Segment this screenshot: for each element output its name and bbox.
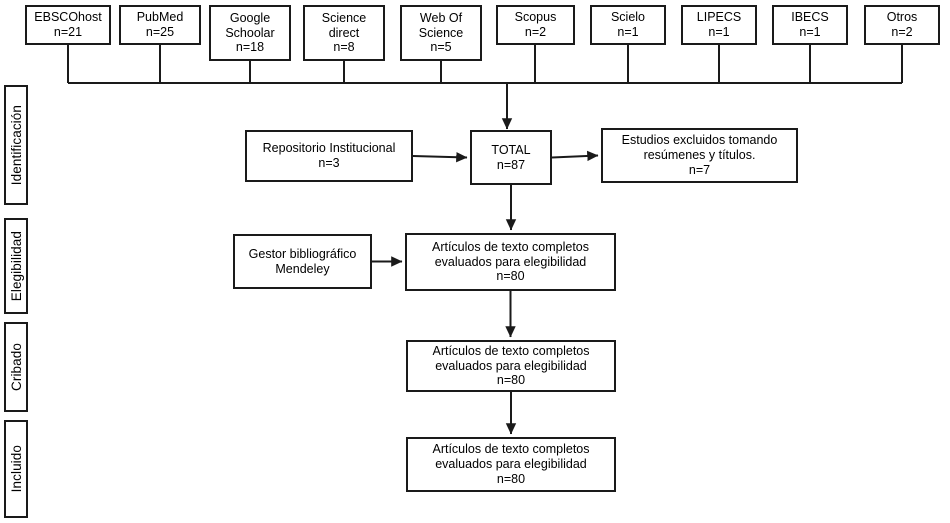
source-box-scielo: Scielo n=1 bbox=[590, 5, 666, 45]
stage-label-text: Elegibilidad bbox=[8, 230, 24, 302]
source-name-2: direct bbox=[328, 25, 360, 40]
source-count: n=18 bbox=[235, 40, 265, 55]
stage-label-text: Identificación bbox=[8, 104, 24, 186]
node-text-line-1: Artículos de texto completos bbox=[431, 239, 590, 254]
source-box-web-of-science: Web Of Science n=5 bbox=[400, 5, 482, 61]
node-text-line-1: Artículos de texto completos bbox=[432, 442, 590, 457]
source-box-science-direct: Science direct n=8 bbox=[303, 5, 385, 61]
stage-label-identificacion: Identificación bbox=[4, 85, 28, 205]
source-count: n=1 bbox=[708, 25, 730, 39]
source-name: PubMed bbox=[136, 10, 184, 25]
node-articulos-elegibilidad: Artículos de texto completos evaluados p… bbox=[405, 233, 616, 291]
source-box-scopus: Scopus n=2 bbox=[496, 5, 575, 45]
source-count: n=21 bbox=[53, 25, 83, 39]
source-box-otros: Otros n=2 bbox=[864, 5, 940, 45]
source-box-pubmed: PubMed n=25 bbox=[119, 5, 201, 45]
source-box-google-schoolar: Google Schoolar n=18 bbox=[209, 5, 291, 61]
node-text-line-1: Estudios excluidos tomando bbox=[621, 133, 778, 148]
node-text-line-1: Gestor bibliográfico bbox=[248, 246, 357, 261]
node-count: n=80 bbox=[496, 373, 526, 388]
stage-label-incluido: Incluido bbox=[4, 420, 28, 518]
node-gestor-mendeley: Gestor bibliográfico Mendeley bbox=[233, 234, 372, 289]
node-count: n=80 bbox=[496, 471, 526, 486]
source-name: Scielo bbox=[610, 10, 646, 25]
source-name: Otros bbox=[886, 10, 918, 25]
node-text-line-1: Artículos de texto completos bbox=[432, 343, 590, 358]
node-repositorio-institucional: Repositorio Institucional n=3 bbox=[245, 130, 413, 182]
node-count: n=7 bbox=[688, 162, 711, 177]
source-count: n=25 bbox=[145, 25, 175, 39]
source-count: n=2 bbox=[891, 25, 913, 39]
node-count: n=87 bbox=[496, 157, 526, 172]
node-text-line-2: evaluados para elegibilidad bbox=[434, 254, 587, 269]
node-text-line-2: Mendeley bbox=[275, 261, 330, 276]
source-count: n=5 bbox=[430, 40, 452, 55]
source-name: EBSCOhost bbox=[34, 10, 102, 25]
node-count: n=3 bbox=[318, 156, 340, 170]
source-name: LIPECS bbox=[696, 10, 742, 25]
source-count: n=1 bbox=[799, 25, 821, 39]
source-name: Web Of bbox=[419, 10, 463, 25]
repositorio-to-total-arrow bbox=[412, 152, 468, 163]
source-box-ibecs: IBECS n=1 bbox=[772, 5, 848, 45]
total-to-excluidos-arrow bbox=[551, 150, 599, 162]
node-count: n=80 bbox=[496, 269, 525, 284]
source-name: Google bbox=[229, 10, 271, 25]
stage-label-elegibilidad: Elegibilidad bbox=[4, 218, 28, 314]
stage-label-text: Incluido bbox=[8, 445, 24, 493]
source-name-2: Schoolar bbox=[225, 25, 275, 40]
node-articulos-cribado: Artículos de texto completos evaluados p… bbox=[406, 340, 616, 392]
node-articulos-incluido: Artículos de texto completos evaluados p… bbox=[406, 437, 616, 492]
source-count: n=2 bbox=[524, 25, 547, 39]
source-box-lipecs: LIPECS n=1 bbox=[681, 5, 757, 45]
source-name: Science bbox=[321, 10, 367, 25]
source-name-2: Science bbox=[418, 25, 464, 40]
source-box-ebscohost: EBSCOhost n=21 bbox=[25, 5, 111, 45]
node-estudios-excluidos: Estudios excluidos tomando resúmenes y t… bbox=[601, 128, 798, 183]
stage-label-cribado: Cribado bbox=[4, 322, 28, 412]
source-count: n=8 bbox=[333, 40, 355, 55]
node-text-line-2: evaluados para elegibilidad bbox=[435, 457, 587, 472]
node-text-line-2: resúmenes y títulos. bbox=[643, 148, 756, 163]
stage-label-text: Cribado bbox=[8, 343, 24, 391]
source-count: n=1 bbox=[617, 25, 639, 39]
node-text-line-1: TOTAL bbox=[491, 142, 531, 157]
source-name: IBECS bbox=[791, 10, 829, 25]
source-name: Scopus bbox=[514, 10, 557, 25]
node-total: TOTAL n=87 bbox=[470, 130, 552, 185]
node-text-line-1: Repositorio Institucional bbox=[262, 141, 396, 156]
node-text-line-2: evaluados para elegibilidad bbox=[435, 358, 587, 373]
